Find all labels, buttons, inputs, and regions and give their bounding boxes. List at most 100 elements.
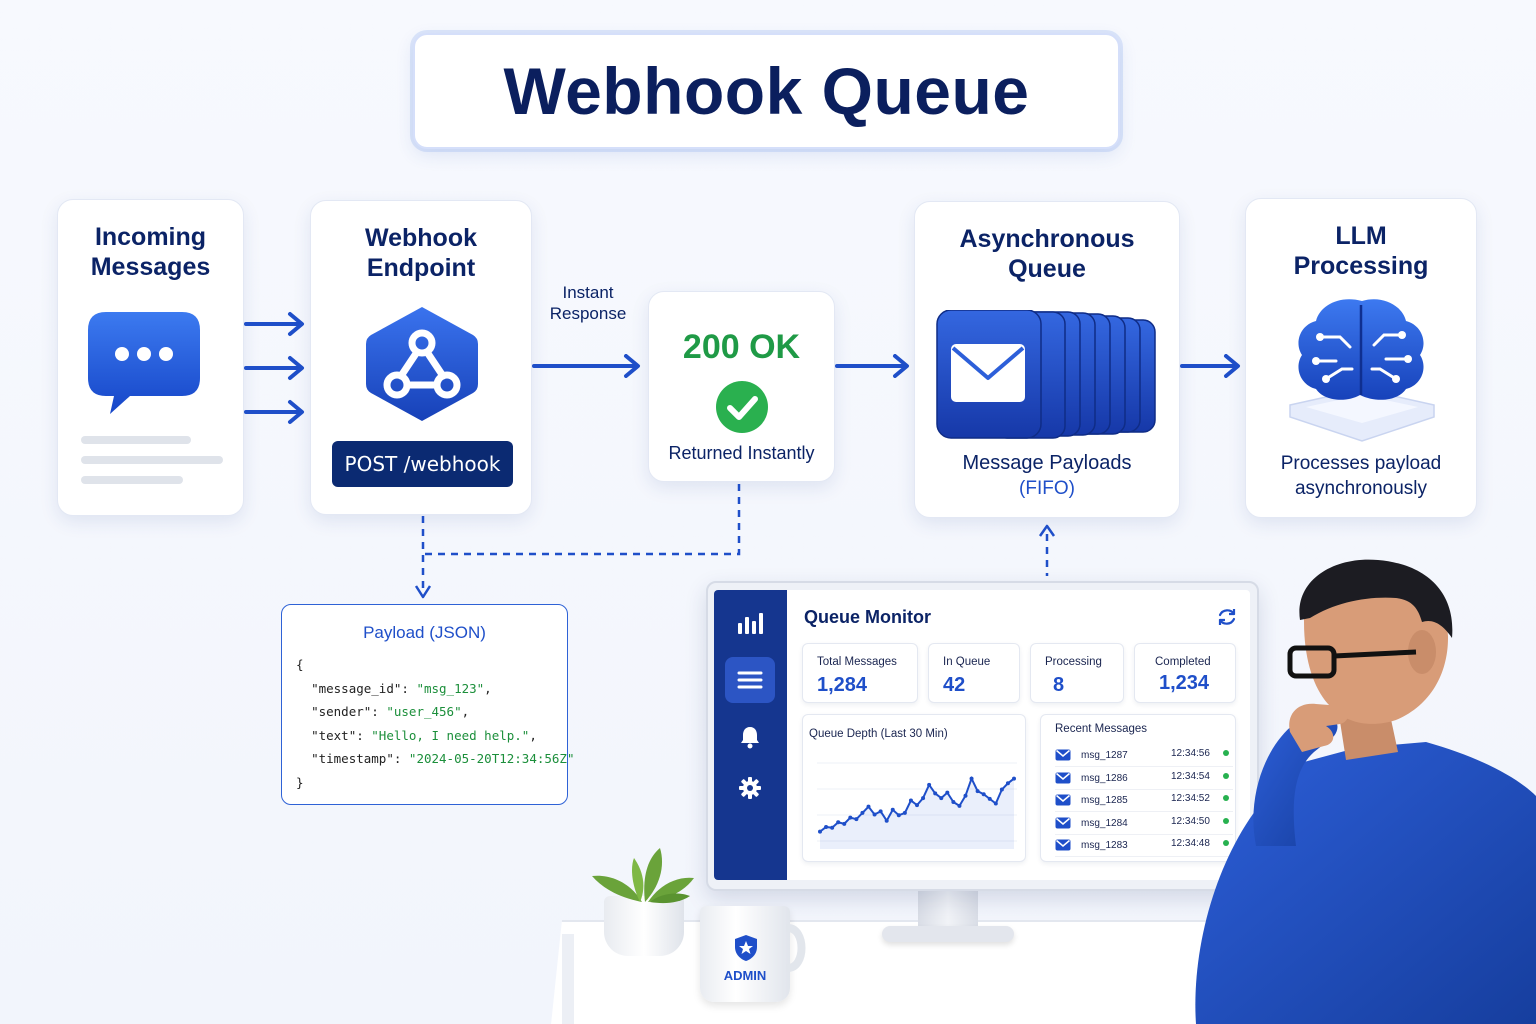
sparkline-point (921, 796, 926, 801)
envelope-icon (1055, 794, 1071, 806)
sidebar-item-analytics[interactable] (725, 600, 775, 646)
sparkline-point (842, 821, 847, 826)
stat-label: Processing (1045, 656, 1102, 668)
sparkline-point (939, 796, 944, 801)
sparkline-point (854, 817, 859, 822)
recent-message-row[interactable]: msg_1287 12:34:56 (1055, 745, 1233, 767)
plant-leaves (592, 848, 694, 904)
response-to-queue-arrow (835, 354, 909, 378)
json-sep: , (529, 727, 537, 743)
stat-processing: Processing 8 (1030, 643, 1124, 703)
queue-monitor-title: Queue Monitor (804, 607, 931, 627)
sparkline-point (957, 803, 962, 808)
stat-label: Completed (1155, 656, 1211, 668)
recent-messages-title: Recent Messages (1055, 723, 1148, 735)
stat-in-queue: In Queue 42 (928, 643, 1020, 703)
message-time: 12:34:52 (1171, 793, 1210, 804)
sparkline-point (975, 789, 980, 794)
sparkline-point (933, 791, 938, 796)
plant-pot (604, 896, 684, 956)
sparkline-point (969, 776, 974, 781)
json-key: "timestamp" (311, 751, 394, 766)
sparkline-point (908, 798, 913, 803)
status-200-ok: 200 OK (682, 328, 801, 366)
sparkline-point (872, 812, 877, 817)
gear-icon (739, 777, 761, 799)
title-text: Webhook Queue (503, 54, 1030, 128)
message-id: msg_1287 (1081, 750, 1128, 761)
returned-instantly-label: Returned Instantly (668, 443, 815, 463)
sparkline-point (830, 825, 835, 830)
message-time: 12:34:56 (1171, 748, 1210, 759)
llm-title-1: LLM (1335, 222, 1387, 250)
fifo-label: (FIFO) (1019, 478, 1075, 499)
envelope-stack-icon (936, 310, 1156, 439)
llm-caption-1: Processes payload (1280, 453, 1442, 474)
diagram-title: Webhook Queue (413, 33, 1120, 149)
text-line-placeholder (81, 456, 223, 464)
edge-label-line2: Response (549, 304, 627, 323)
llm-title-2: Processing (1293, 252, 1429, 280)
envelope-icon (1055, 839, 1071, 851)
status-dot (1223, 750, 1229, 756)
mug-handle (786, 924, 806, 972)
sparkline-point (915, 803, 919, 808)
person-illustration (1195, 559, 1536, 1024)
stat-completed: Completed 1,234 (1134, 643, 1236, 703)
sparkline-point (896, 813, 901, 818)
envelope-icon (1055, 817, 1071, 828)
monitor-dashed-connector (1038, 524, 1056, 576)
stat-value: 1,234 (1159, 672, 1210, 694)
recent-message-row[interactable]: msg_1285 12:34:52 (1055, 790, 1233, 812)
json-sep: , (484, 680, 492, 696)
check-circle-icon (716, 381, 768, 433)
webhook-endpoint-card: Webhook Endpoint POST /webhook (310, 200, 532, 515)
queue-depth-panel: Queue Depth (Last 30 Min) (802, 714, 1026, 862)
sparkline-point (1012, 776, 1016, 781)
text-line-placeholder (81, 476, 183, 484)
response-card: 200 OK Returned Instantly (648, 291, 835, 482)
sparkline-point (890, 807, 895, 812)
incoming-title-1: Incoming (94, 223, 207, 251)
webhook-icon (366, 307, 478, 421)
envelope-icon (1055, 749, 1071, 761)
sparkline-point (884, 818, 889, 823)
envelope-icon (1055, 772, 1071, 783)
sparkline-point (1005, 781, 1010, 786)
json-close-brace: } (296, 774, 304, 790)
payload-dashed-connector (414, 484, 741, 599)
json-key: "message_id" (311, 680, 402, 696)
async-queue-card: Asynchronous Queue Message Payloads (FIF… (914, 201, 1180, 518)
sparkline-point (878, 809, 883, 814)
incoming-arrows (244, 312, 304, 424)
payload-title: Payload (JSON) (363, 623, 486, 642)
sparkline-point (993, 801, 998, 806)
text-line-placeholder (81, 436, 191, 444)
sparkline-point (945, 790, 950, 795)
stat-label: Total Messages (817, 656, 897, 668)
brain-icon (1289, 299, 1435, 442)
message-time: 12:34:54 (1171, 770, 1210, 782)
message-id: msg_1285 (1081, 795, 1128, 806)
monitor-base (882, 926, 1014, 942)
sidebar-item-settings[interactable] (725, 765, 775, 811)
stat-label: In Queue (943, 656, 991, 668)
json-sep: , (461, 704, 470, 719)
sidebar-item-queue[interactable] (725, 657, 775, 703)
json-open-brace: { (296, 657, 304, 672)
sidebar-item-alerts[interactable] (725, 714, 775, 760)
message-id: msg_1284 (1081, 817, 1128, 829)
mug-label: ADMIN (723, 968, 767, 983)
queue-title-1: Asynchronous (959, 225, 1135, 253)
sparkline-point (963, 793, 968, 798)
refresh-icon[interactable] (1216, 606, 1238, 628)
sparkline-point (836, 820, 841, 825)
sparkline-point (999, 787, 1004, 792)
stat-value: 1,284 (817, 674, 868, 696)
bell-icon (741, 727, 759, 749)
payload-json-body: { "message_id": "msg_123", "sender": "us… (296, 657, 575, 790)
queue-monitor-screen: Queue Monitor Total Messages 1,284 In Qu… (714, 590, 1250, 880)
